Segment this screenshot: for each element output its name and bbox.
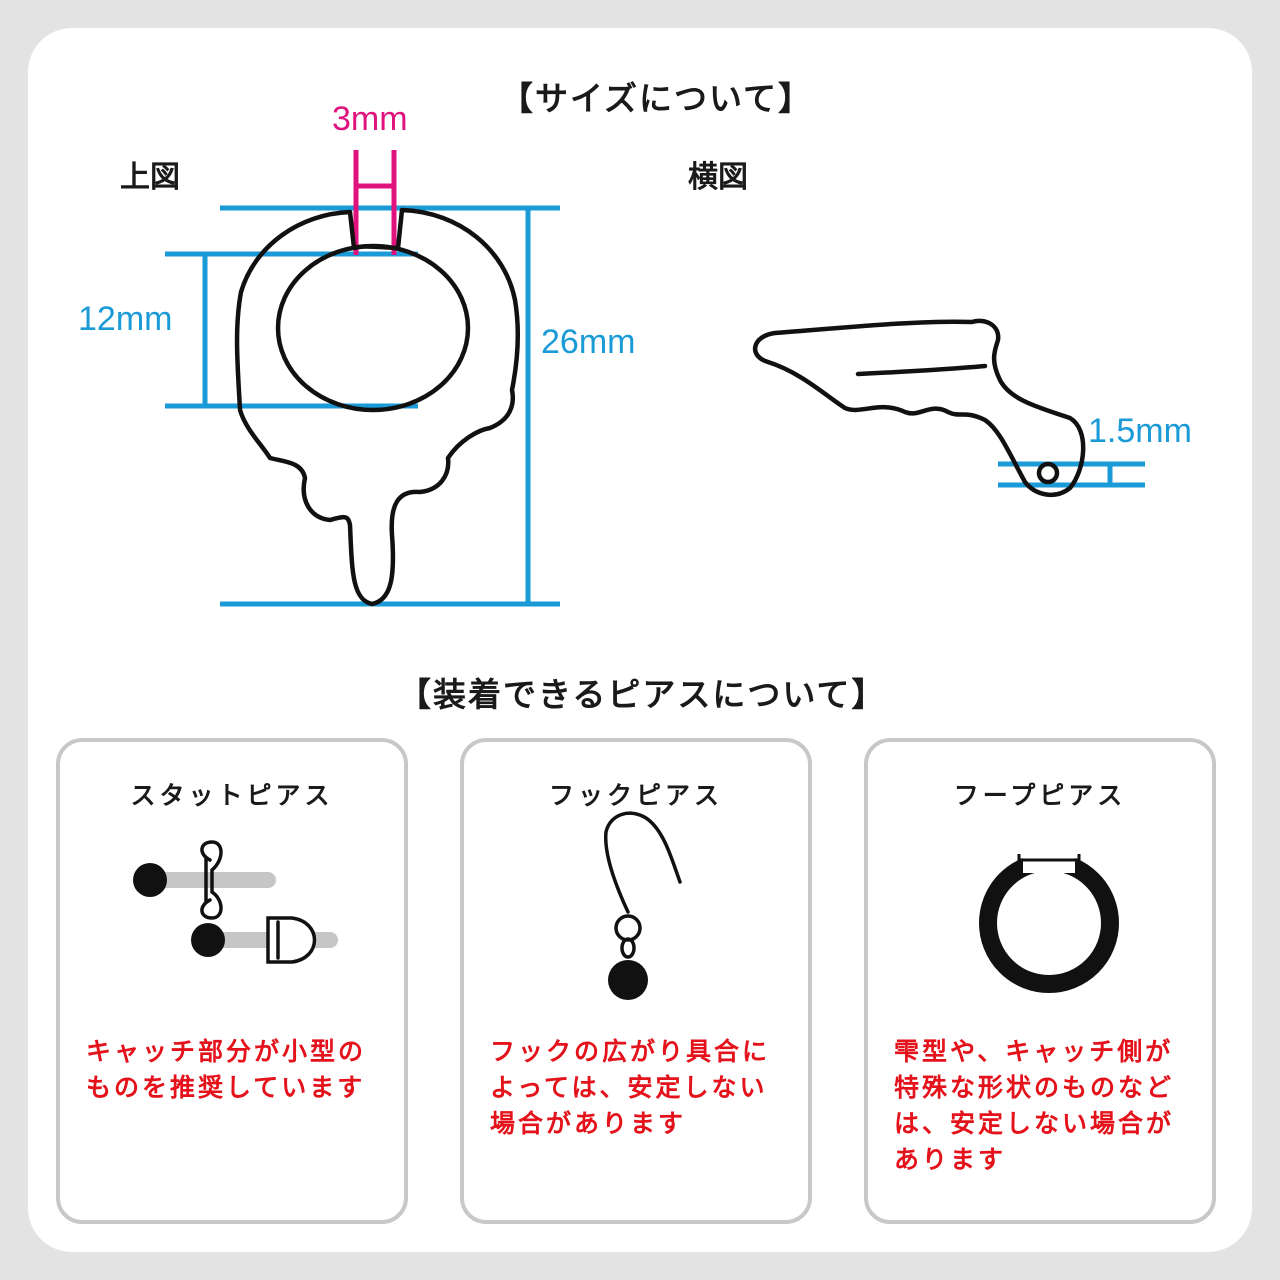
thickness-label: 1.5mm [1088, 412, 1192, 450]
card-hoop: フープピアス 雫型や、キャッチ側が 特殊な形状のものなど は、安定しない場合が … [864, 738, 1216, 1224]
card-hoop-note: 雫型や、キャッチ側が 特殊な形状のものなど は、安定しない場合が あります [894, 1037, 1175, 1174]
ear-cuff-side-outline [752, 318, 1086, 498]
card-stud: スタットピアス キャッチ部分が小型の ものを推奨しています [56, 738, 408, 1224]
stud-earring-icon [133, 840, 338, 964]
side-inner-line [855, 363, 988, 377]
card-hook: フックピアス フックの広がり具合に よっては、安定しない 場合があります [460, 738, 812, 1224]
hook-earring-icon [604, 811, 682, 1000]
hoop-earring-icon [979, 851, 1119, 993]
height-label: 26mm [541, 323, 636, 361]
card-stud-note: キャッチ部分が小型の ものを推奨しています [86, 1037, 367, 1102]
inner-size-label: 12mm [78, 300, 173, 338]
side-hole [1036, 461, 1060, 485]
pierce-section-title: 【装着できるピアスについて】 [398, 675, 887, 714]
top-view-label: 上図 [120, 160, 180, 195]
card-stud-title: スタットピアス [130, 781, 334, 810]
gap-label: 3mm [332, 100, 408, 138]
side-outline-path [752, 318, 1086, 498]
cuff-inner-hole [275, 243, 471, 413]
cuff-outline-path [234, 207, 521, 607]
gap-dimension [353, 150, 397, 255]
card-hoop-title: フープピアス [953, 781, 1127, 810]
card-hook-note: フックの広がり具合に よっては、安定しない 場合があります [490, 1037, 771, 1138]
card-hook-title: フックピアス [548, 781, 723, 810]
size-diagram [165, 150, 1145, 607]
ear-cuff-top-outline [234, 207, 521, 607]
side-view-label: 横図 [688, 160, 748, 195]
top-view-dimensions [165, 205, 560, 607]
size-section-title: 【サイズについて】 [500, 79, 814, 118]
